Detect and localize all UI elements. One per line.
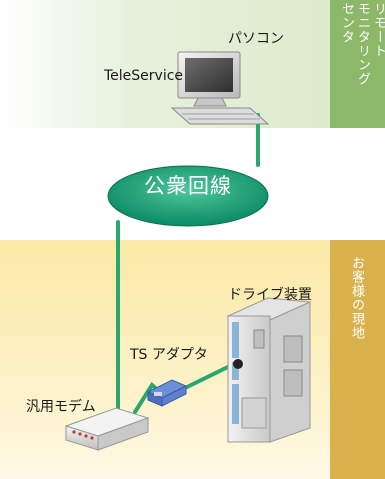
modem-label: 汎用モデム bbox=[26, 399, 96, 415]
pc-label: パソコン bbox=[228, 31, 284, 47]
remote-center-band: リモート モニタリング センタ bbox=[330, 0, 385, 128]
teleservice-label: TeleService bbox=[104, 68, 184, 84]
customer-site-band: お客様の現地 bbox=[330, 240, 385, 479]
ts-adapter-icon bbox=[146, 379, 188, 407]
customer-site-label: お客様の現地 bbox=[349, 256, 364, 340]
drive-cabinet-icon bbox=[226, 297, 312, 443]
ts-adapter-label: TS アダプタ bbox=[130, 347, 208, 363]
pc-icon bbox=[170, 51, 270, 125]
drive-label: ドライブ装置 bbox=[228, 287, 312, 303]
network-cloud bbox=[107, 165, 269, 227]
customer-site-zone bbox=[0, 240, 385, 479]
network-label: 公衆回線 bbox=[144, 174, 232, 198]
modem-icon bbox=[64, 407, 150, 451]
remote-center-label: リモート モニタリング センタ bbox=[339, 2, 385, 86]
